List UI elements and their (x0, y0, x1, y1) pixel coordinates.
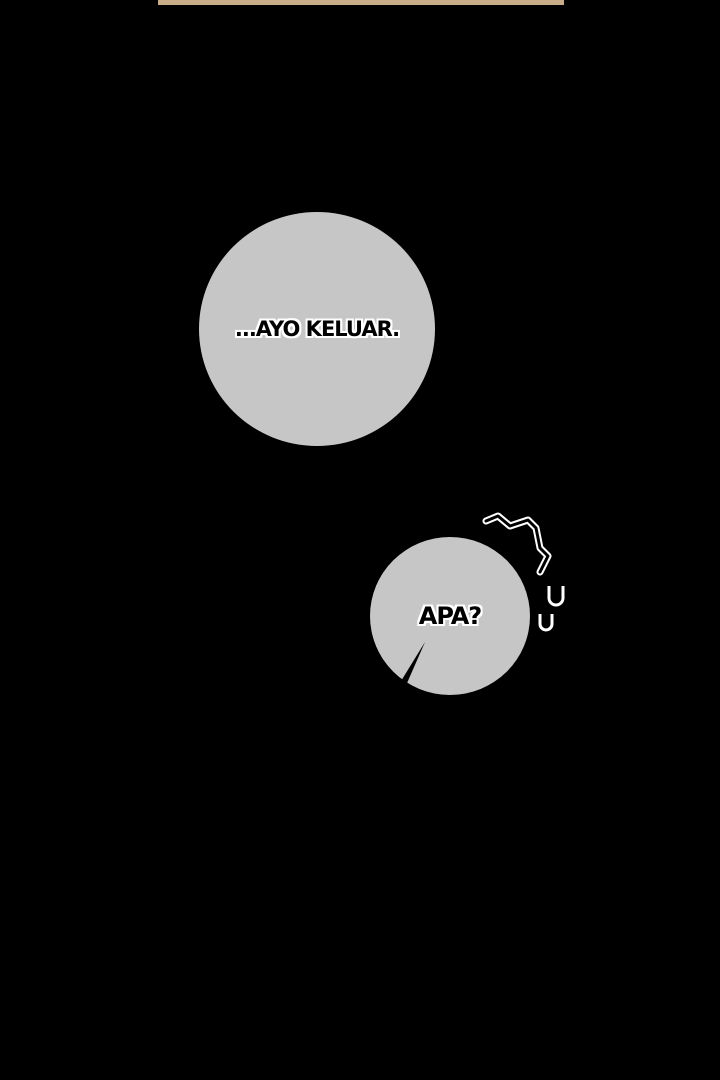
speech-text-1: ...AYO KELUAR. (234, 317, 400, 341)
bubble-crack (398, 642, 425, 690)
speech-text-2: APA? (418, 602, 482, 630)
speech-bubble-1: ...AYO KELUAR. (199, 212, 435, 446)
sfx-mark-2 (538, 614, 554, 632)
previous-panel-edge (158, 0, 564, 5)
sfx-mark-1 (547, 586, 565, 607)
speech-bubble-2: APA? (370, 537, 530, 695)
